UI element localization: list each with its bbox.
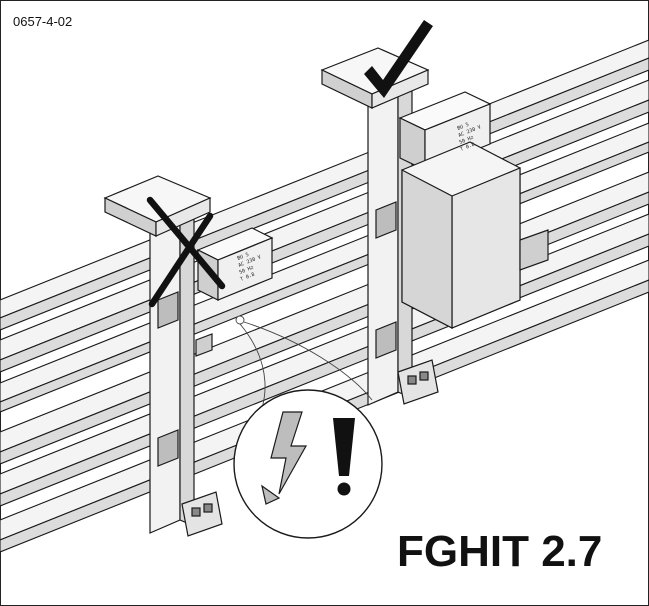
- right-label-line-3: 50 Hz: [459, 135, 475, 146]
- left-label-line-3: 50 Hz: [239, 265, 255, 276]
- figure-code: 0657-4-02: [13, 14, 73, 29]
- check-mark-icon: [364, 20, 433, 98]
- left-terminal-block: [103, 175, 274, 537]
- left-label-line-1: BU 5: [237, 252, 250, 262]
- right-label-line-4: T 0.8: [460, 142, 476, 153]
- right-terminal-block: [320, 47, 549, 406]
- lightning-exclamation-icon: [233, 389, 383, 539]
- cross-mark-icon: [146, 196, 226, 308]
- left-label-line-4: T 0.8: [240, 272, 256, 283]
- callout-leaders: [235, 315, 373, 409]
- figure-number: FGHIT 2.7: [397, 527, 603, 576]
- right-label-line-1: BU 5: [457, 122, 470, 132]
